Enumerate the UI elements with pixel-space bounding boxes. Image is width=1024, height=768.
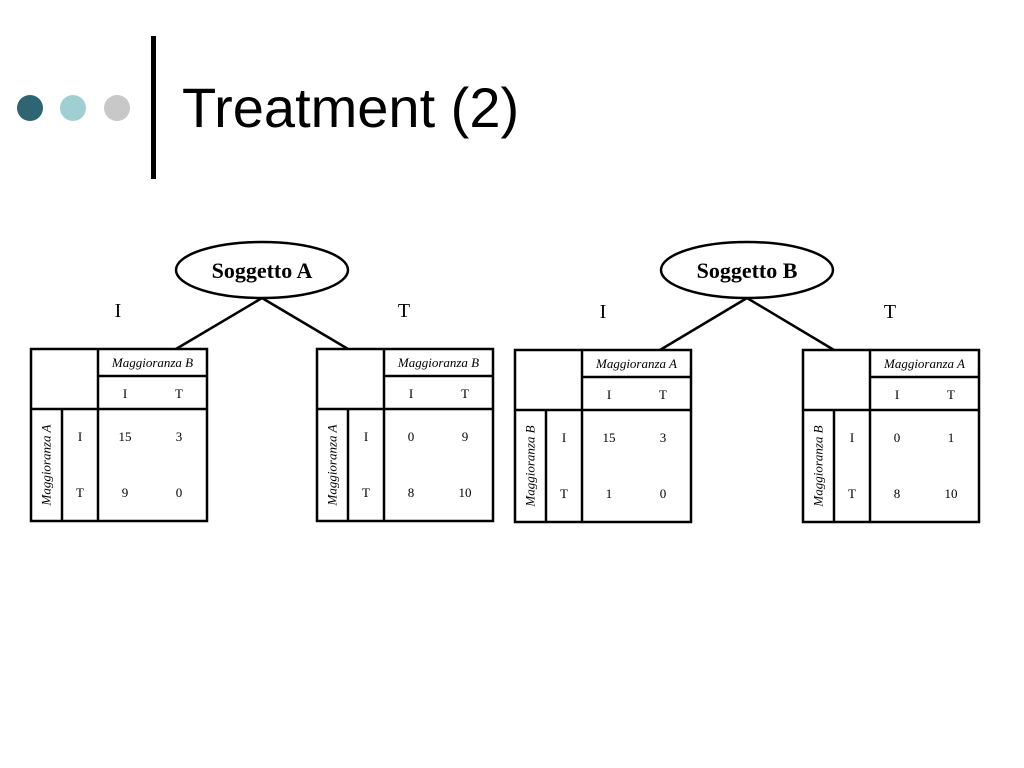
row-strategy-label: I [562,430,566,445]
column-player-label: Maggioranza A [883,356,965,371]
row-strategy-label: I [364,429,368,444]
column-strategy-label: I [607,387,611,402]
payoff-cell: 3 [660,430,667,445]
payoff-cell: 15 [119,429,132,444]
payoff-cell: 10 [459,485,472,500]
branch-label: I [600,301,607,323]
column-player-label: Maggioranza A [595,356,677,371]
column-strategy-label: I [123,386,127,401]
branch-label: I [115,300,122,322]
matrix-frame [513,348,693,524]
row-player-label: Maggioranza A [39,424,54,506]
row-strategy-label: I [78,429,82,444]
column-strategy-label: I [409,386,413,401]
tree-branch-line [261,296,349,351]
branch-label: T [398,300,410,322]
row-strategy-label: T [362,485,370,500]
root-node-label: Soggetto A [212,258,313,283]
payoff-cell: 3 [176,429,183,444]
payoff-cell: 9 [122,485,129,500]
payoff-cell: 0 [894,430,901,445]
branch-label: T [884,301,896,323]
column-strategy-label: T [947,387,955,402]
matrix-frame [29,347,209,523]
matrix-frame [801,348,981,524]
tree-branch-line [659,296,748,352]
title-divider [151,36,156,179]
tree-branch-line [175,296,263,351]
payoff-cell: 15 [603,430,616,445]
row-strategy-label: T [848,486,856,501]
payoff-cell: 1 [606,486,613,501]
row-player-label: Maggioranza A [325,424,340,506]
bullet-dot-dark [17,95,43,121]
column-strategy-label: T [175,386,183,401]
root-node-ellipse [659,240,835,300]
row-strategy-label: T [76,485,84,500]
tree-branch-line [746,296,835,352]
payoff-cell: 9 [462,429,469,444]
row-strategy-label: I [850,430,854,445]
payoff-cell: 1 [948,430,955,445]
bullet-dot-light [60,95,86,121]
row-strategy-label: T [560,486,568,501]
bullet-dot-gray [104,95,130,121]
root-node-label: Soggetto B [697,258,798,283]
column-strategy-label: I [895,387,899,402]
matrix-frame [315,347,495,523]
payoff-cell: 8 [894,486,901,501]
payoff-cell: 8 [408,485,415,500]
payoff-cell: 0 [176,485,183,500]
column-strategy-label: T [659,387,667,402]
payoff-cell: 0 [660,486,667,501]
row-player-label: Maggioranza B [811,425,826,507]
column-player-label: Maggioranza B [111,355,193,370]
slide-title: Treatment (2) [182,76,520,139]
payoff-cell: 0 [408,429,415,444]
row-player-label: Maggioranza B [523,425,538,507]
column-player-label: Maggioranza B [397,355,479,370]
root-node-ellipse [174,240,350,300]
column-strategy-label: T [461,386,469,401]
payoff-cell: 10 [945,486,958,501]
